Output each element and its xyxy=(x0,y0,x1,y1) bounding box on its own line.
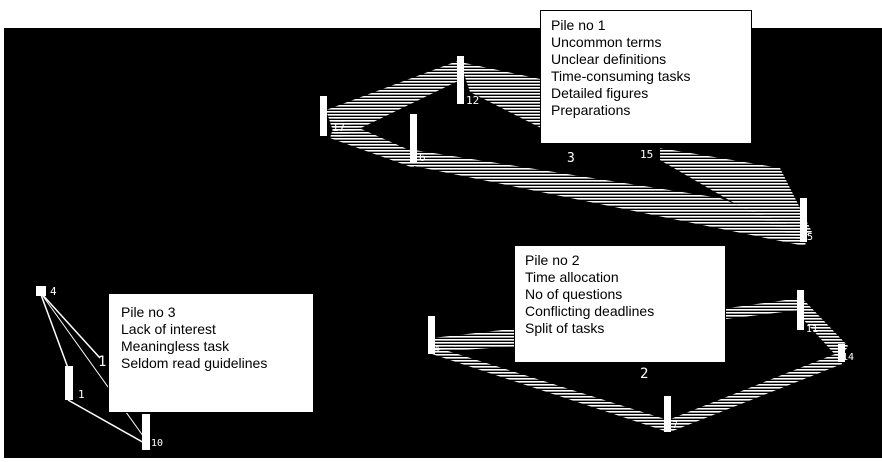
pile3-marker xyxy=(36,286,46,296)
pile2-band-d xyxy=(668,352,842,432)
pile2-marker xyxy=(797,290,804,330)
pile3-item: Meaningless task xyxy=(121,338,230,354)
pile3-item: Seldom read guidelines xyxy=(121,355,268,371)
pile3-marker xyxy=(65,366,73,400)
pile1-node-label: 3 xyxy=(567,151,575,166)
pile2-node-label: 2 xyxy=(640,366,648,382)
pile2-box: Pile no 2 Time allocation No of question… xyxy=(514,245,726,363)
pile1-item: Preparations xyxy=(551,102,631,118)
pile1-marker xyxy=(457,56,464,104)
pile1-node-label: 5 xyxy=(807,232,813,243)
pile1-item: Unclear definitions xyxy=(551,51,667,67)
pile1-band-a xyxy=(326,60,460,140)
pile2-marker xyxy=(428,316,435,354)
pile3-line xyxy=(39,291,101,359)
pile1-marker xyxy=(320,96,327,136)
pile3-title: Pile no 3 xyxy=(121,304,176,320)
pile1-node-label: 12 xyxy=(466,94,479,107)
pile2-item: Conflicting deadlines xyxy=(525,303,655,319)
pile2-band-c xyxy=(432,346,668,432)
pile1-item: Detailed figures xyxy=(551,85,649,101)
pile2-marker xyxy=(838,344,845,362)
pile2-band-e xyxy=(800,296,848,360)
pile2-node-label: 14 xyxy=(842,352,854,363)
pile1-node-label: 17 xyxy=(332,121,345,134)
pile1-marker xyxy=(410,114,417,162)
pile3-node-label: 10 xyxy=(151,438,163,449)
pile2-item: Split of tasks xyxy=(525,320,605,336)
pile1-band-e xyxy=(660,148,812,240)
pile2-node-label: 7 xyxy=(672,420,678,431)
pile3-item: Lack of interest xyxy=(121,321,216,337)
pile3-line xyxy=(39,291,147,441)
pile1-item: Uncommon terms xyxy=(551,34,662,50)
pile1-band-c xyxy=(330,118,414,168)
pile3-line xyxy=(67,399,147,445)
pile2-title: Pile no 2 xyxy=(525,252,580,268)
pile3-node-label: 1 xyxy=(78,388,85,401)
pile3-node-label: 1 xyxy=(98,354,106,370)
pile1-band-d xyxy=(414,150,808,246)
pile2-marker xyxy=(664,396,671,432)
pile1-marker xyxy=(800,198,807,242)
pile3-line xyxy=(39,291,69,369)
pile3-marker xyxy=(142,414,150,450)
pile2-node-label: 4 xyxy=(434,344,440,355)
pile1-node-label: 6 xyxy=(419,151,426,164)
pile3-node-label: 4 xyxy=(50,285,57,298)
pile1-title: Pile no 1 xyxy=(551,17,606,33)
pile2-item: Time allocation xyxy=(525,269,619,285)
pile2-node-label: 11 xyxy=(806,324,818,335)
pile1-node-label: 15 xyxy=(640,148,653,161)
pile1-box: Pile no 1 Uncommon terms Unclear definit… xyxy=(540,10,752,144)
pile1-item: Time-consuming tasks xyxy=(551,68,691,84)
pile2-band-a xyxy=(432,328,520,352)
pile1-band-b xyxy=(460,62,545,130)
pile3-box: Pile no 3 Lack of interest Meaningless t… xyxy=(108,293,314,413)
pile2-item: No of questions xyxy=(525,286,623,302)
